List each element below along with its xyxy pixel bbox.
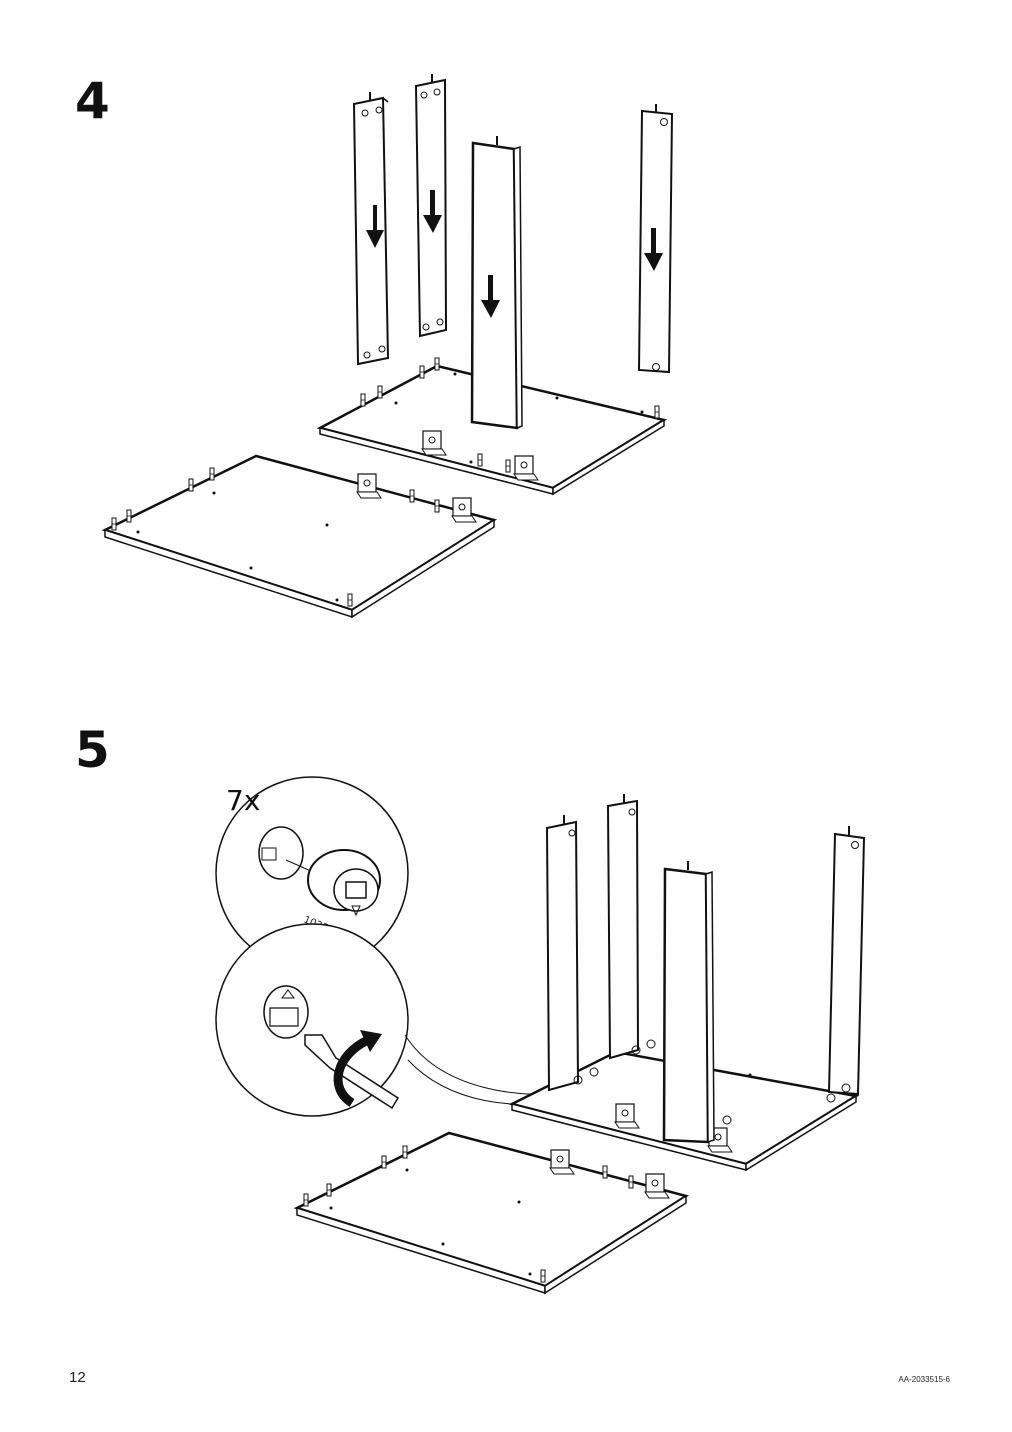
step5-assembled-back-panel — [508, 794, 866, 1172]
page-number: 12 — [69, 1369, 86, 1386]
step5-detail-callout: 7x 102509 — [215, 776, 409, 970]
step4-front-panel — [101, 454, 498, 619]
step4-back-panel — [316, 357, 668, 496]
step5-front-panel — [293, 1131, 690, 1295]
document-code: AA-2033515-6 — [898, 1375, 950, 1384]
step4-side-rails — [352, 74, 674, 430]
step-number-5: 5 — [75, 721, 110, 779]
step5-tighten-callout — [215, 923, 409, 1117]
step-number-4: 4 — [75, 72, 110, 130]
quantity-label: 7x — [226, 784, 260, 817]
